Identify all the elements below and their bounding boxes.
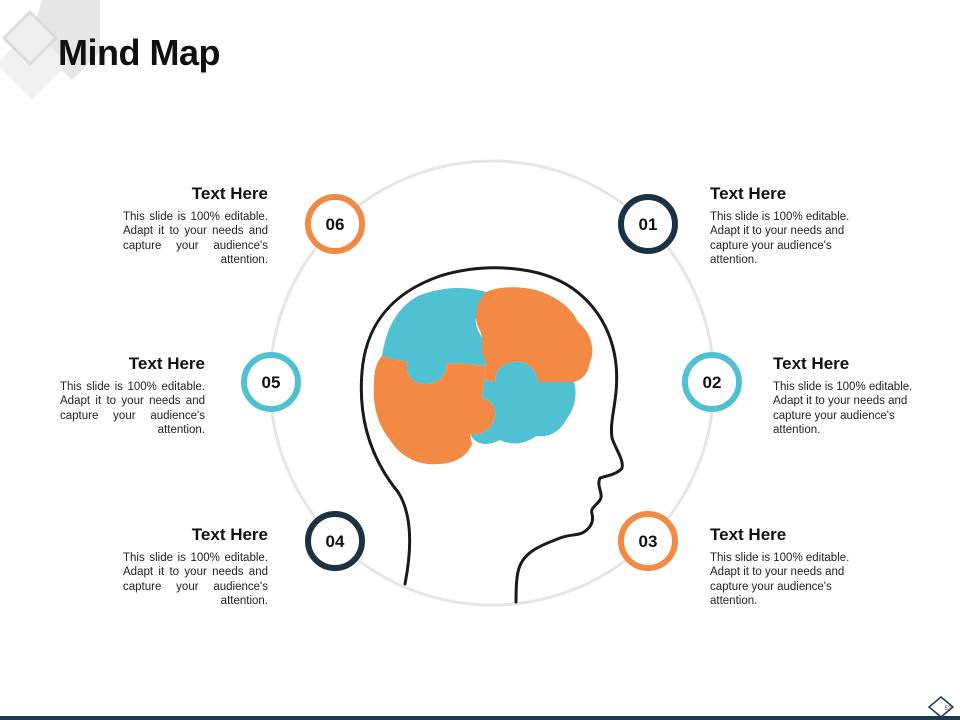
item-02-text: Text Here This slide is 100% editable. A…	[773, 354, 918, 438]
node-05: 05	[241, 352, 301, 412]
item-01-body: This slide is 100% editable. Adapt it to…	[710, 211, 850, 267]
node-02-label: 02	[703, 373, 722, 392]
item-06-body: This slide is 100% editable. Adapt it to…	[123, 211, 268, 267]
node-02: 02	[682, 352, 742, 412]
node-01-label: 01	[639, 215, 658, 234]
item-04-text: Text Here This slide is 100% editable. A…	[123, 525, 268, 609]
brain-piece-bottom-right	[470, 361, 576, 444]
head-outline	[359, 266, 624, 604]
node-06-label: 06	[326, 215, 345, 234]
node-04-label: 04	[326, 532, 345, 551]
item-05-heading: Text Here	[128, 354, 205, 373]
item-06-text: Text Here This slide is 100% editable. A…	[123, 184, 268, 268]
node-03: 03	[618, 511, 678, 571]
item-05-body: This slide is 100% editable. Adapt it to…	[60, 381, 205, 437]
item-06-heading: Text Here	[191, 184, 268, 203]
node-01: 01	[618, 194, 678, 254]
node-04: 04	[305, 511, 365, 571]
item-03-body: This slide is 100% editable. Adapt it to…	[710, 552, 850, 608]
corner-decoration	[0, 0, 100, 100]
item-05-text: Text Here This slide is 100% editable. A…	[60, 354, 205, 438]
item-04-body: This slide is 100% editable. Adapt it to…	[123, 552, 268, 608]
item-02-heading: Text Here	[773, 354, 850, 373]
node-05-label: 05	[262, 373, 281, 392]
item-04-heading: Text Here	[191, 525, 268, 544]
node-06: 06	[305, 194, 365, 254]
brain-piece-top-left	[382, 288, 486, 384]
footer-bar	[0, 716, 960, 720]
page-title: Mind Map	[58, 32, 220, 73]
item-01-text: Text Here This slide is 100% editable. A…	[710, 184, 855, 268]
node-03-label: 03	[639, 532, 658, 551]
item-02-body: This slide is 100% editable. Adapt it to…	[773, 381, 913, 437]
item-01-heading: Text Here	[710, 184, 787, 203]
item-03-heading: Text Here	[710, 525, 787, 544]
page-number: 52	[944, 706, 951, 712]
brain-piece-top-right	[476, 287, 593, 382]
item-03-text: Text Here This slide is 100% editable. A…	[710, 525, 855, 609]
page-number-badge	[928, 696, 954, 718]
brain-piece-bottom-left	[373, 356, 496, 465]
